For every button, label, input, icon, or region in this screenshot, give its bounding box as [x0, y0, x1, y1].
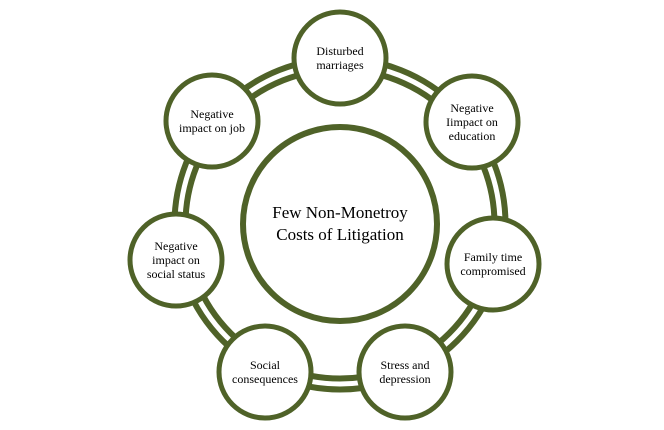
- node-circle: [356, 323, 454, 421]
- node-label-line: Family time: [464, 250, 522, 264]
- node-label-line: Negative: [190, 107, 233, 121]
- node-circle: [444, 215, 542, 313]
- node-label-line: impact on job: [179, 121, 245, 135]
- center-circle: [240, 124, 440, 324]
- center-node: Few Non-Monetroy Costs of Litigation: [240, 124, 440, 324]
- node-circle: [127, 211, 225, 309]
- node-label-line: marriages: [316, 58, 364, 72]
- node-label-line: compromised: [460, 264, 525, 278]
- node-label-line: education: [449, 129, 496, 143]
- node-label-line: social status: [147, 267, 206, 281]
- node-label-line: consequences: [232, 372, 298, 386]
- center-title-line-1: Few Non-Monetroy: [272, 203, 408, 222]
- node-label-line: impact on: [152, 253, 200, 267]
- node-circle: [291, 9, 389, 107]
- node-label-line: depression: [379, 372, 430, 386]
- node-label-line: Stress and: [381, 358, 430, 372]
- node-label-line: Negative: [154, 239, 197, 253]
- node-circle: [216, 323, 314, 421]
- node-circle: [163, 72, 261, 170]
- node-label-line: Social: [250, 358, 281, 372]
- center-title-line-2: Costs of Litigation: [276, 225, 404, 244]
- node-circle: [423, 73, 521, 171]
- node-label-line: Negative: [450, 101, 493, 115]
- node-label-line: Iimpact on: [446, 115, 498, 129]
- node-label-line: Disturbed: [316, 44, 363, 58]
